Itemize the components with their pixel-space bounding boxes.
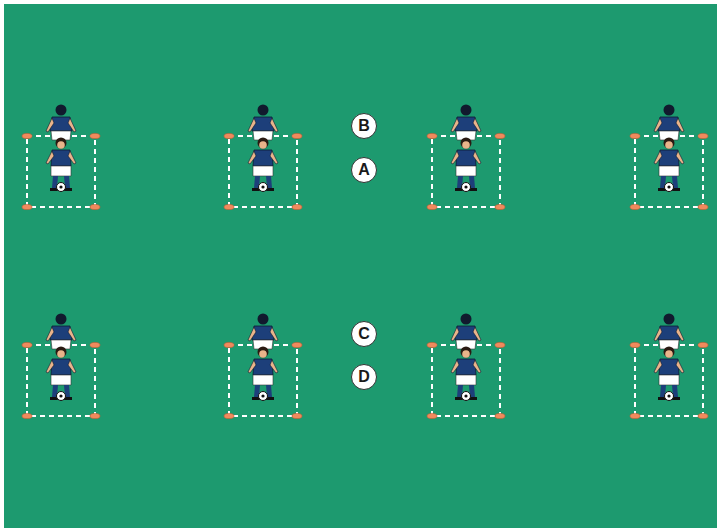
player-letter: C xyxy=(358,326,370,342)
player-letter: B xyxy=(358,118,370,134)
player-label-circle: B xyxy=(351,113,377,139)
player-letter: A xyxy=(358,162,370,178)
player-label-circle: A xyxy=(351,157,377,183)
player-label-circle: C xyxy=(351,321,377,347)
player-label-circle: D xyxy=(351,364,377,390)
player-letter: D xyxy=(358,369,370,385)
